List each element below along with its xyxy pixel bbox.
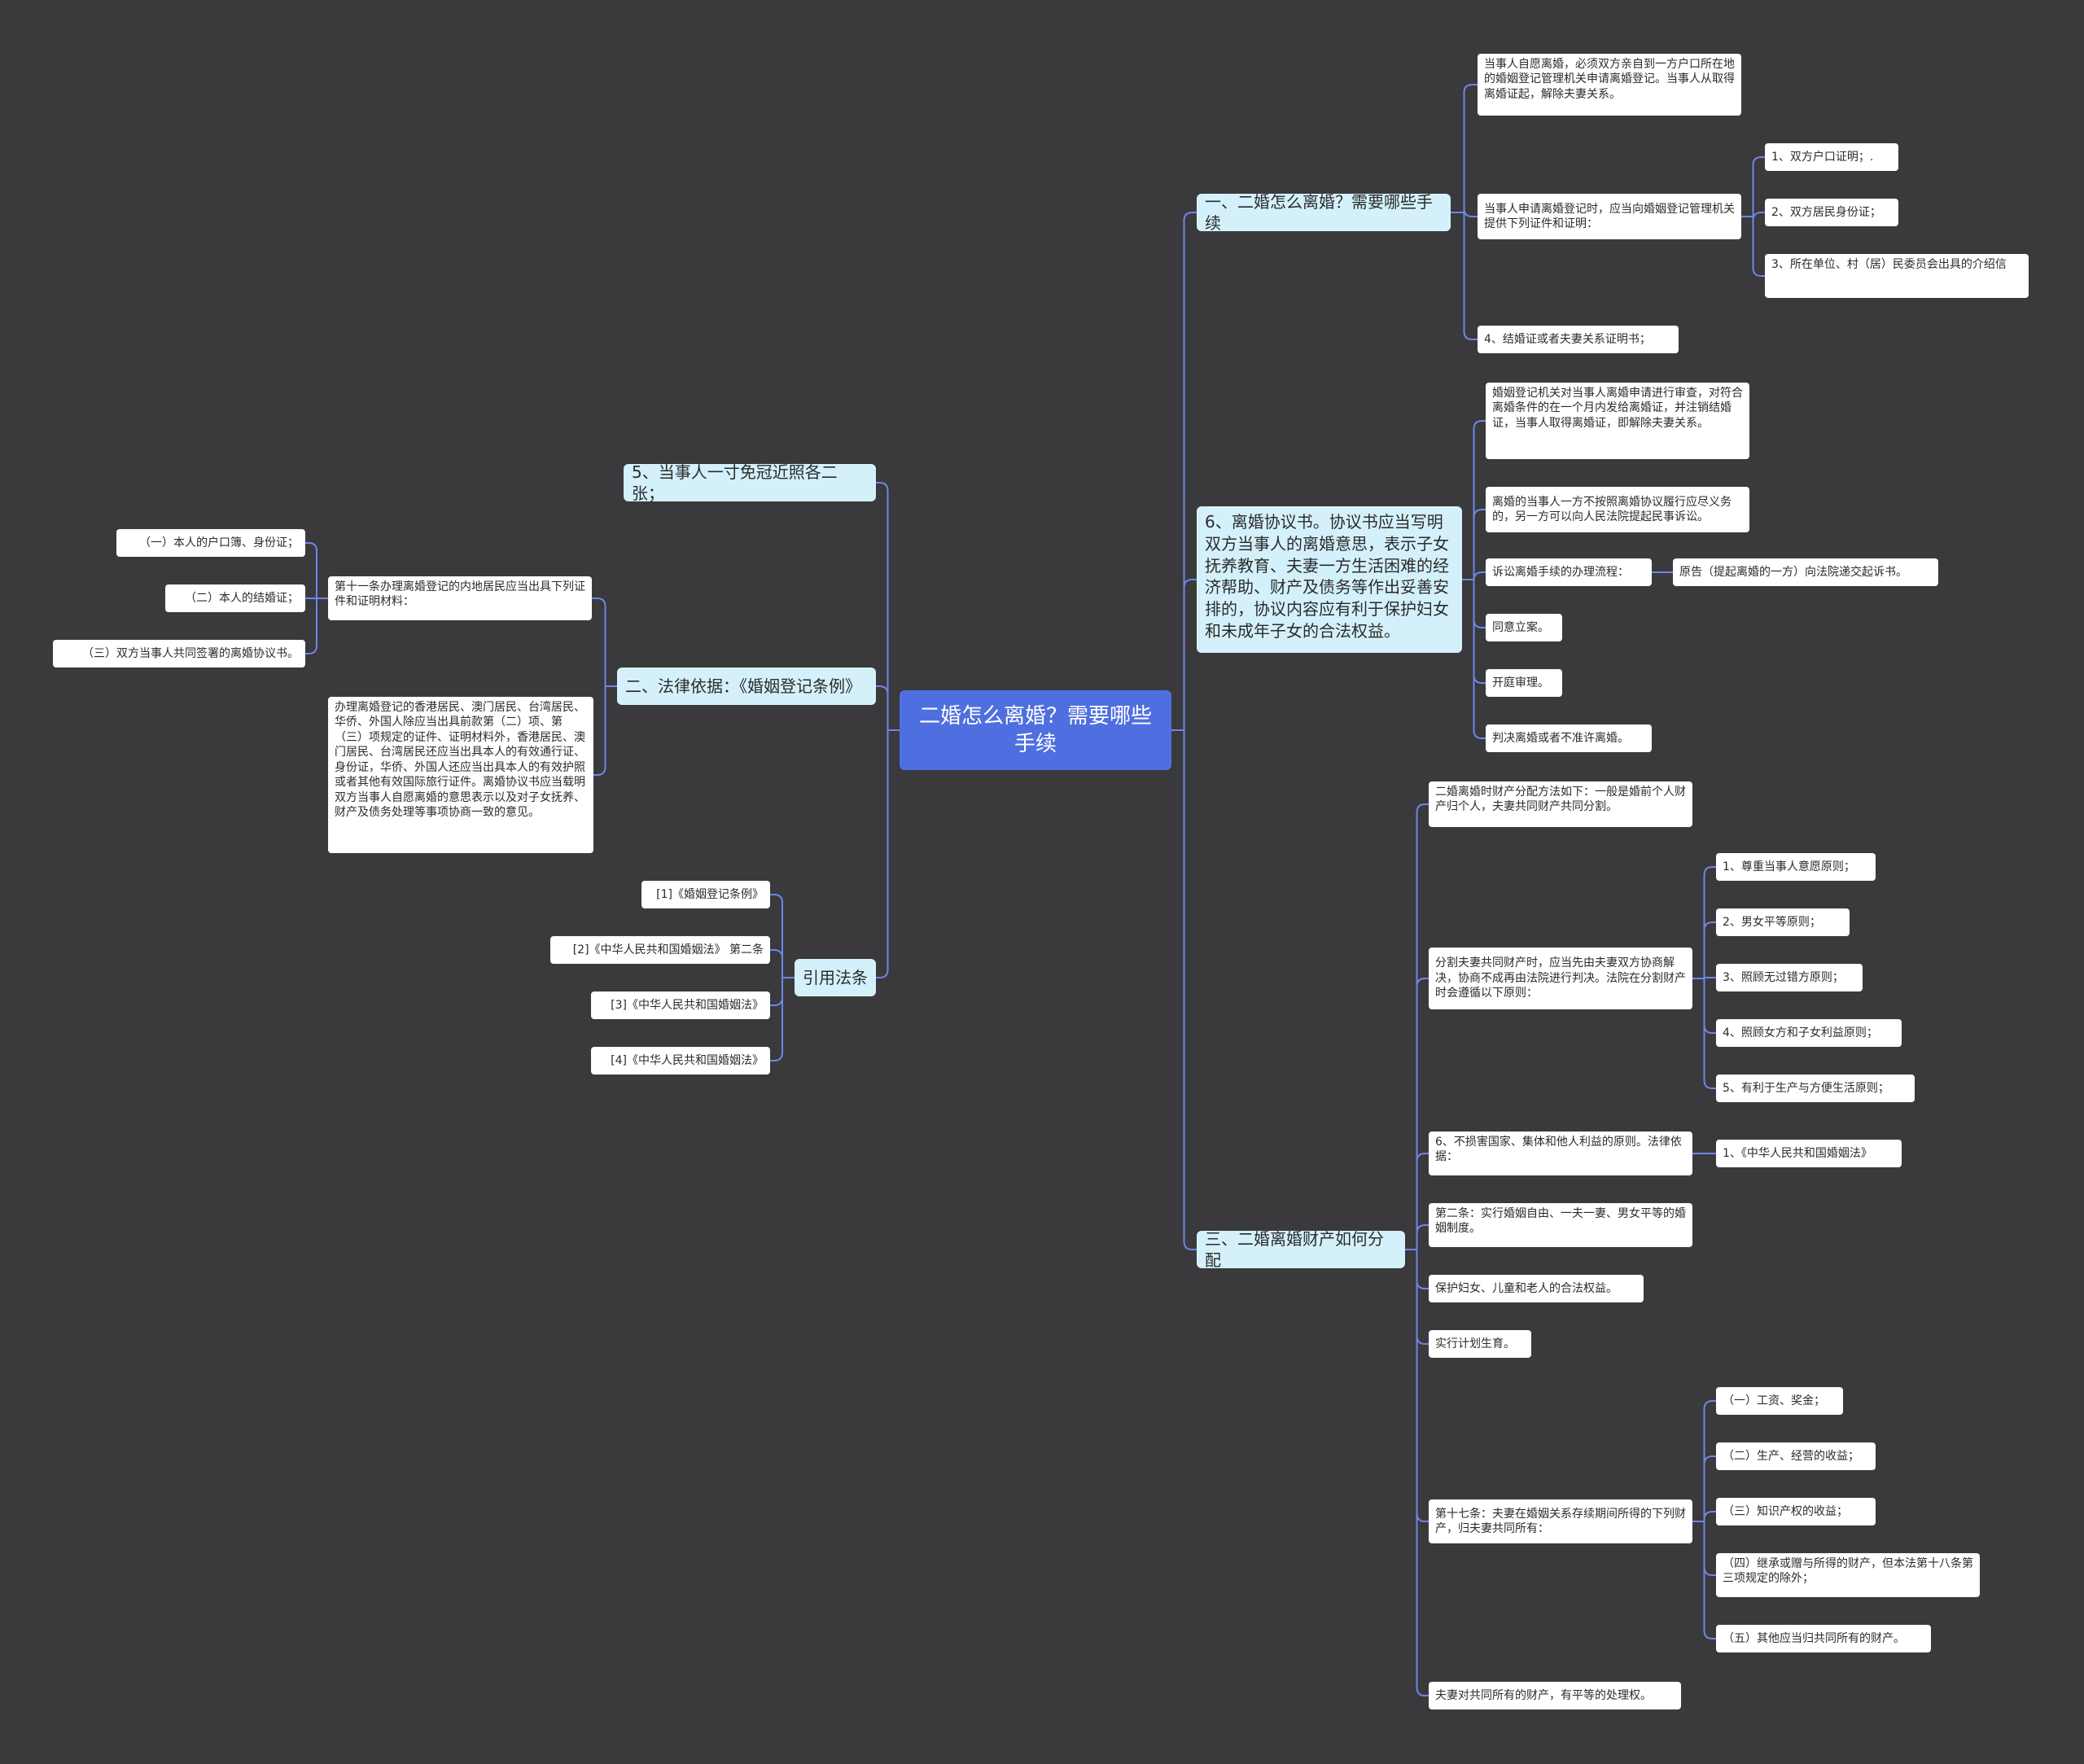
leaf-case-accepted[interactable]: 同意立案。 <box>1486 614 1562 641</box>
branch-legal-basis[interactable]: 二、法律依据：《婚姻登记条例》 <box>617 668 876 705</box>
connector <box>1752 212 1765 221</box>
leaf-ip-income[interactable]: （三）知识产权的收益； <box>1716 1498 1876 1525</box>
leaf-principle-production[interactable]: 5、有利于生产与方便生活原则； <box>1716 1075 1915 1102</box>
leaf-principle-equality[interactable]: 2、男女平等原则； <box>1716 908 1850 936</box>
leaf-principle-no-fault[interactable]: 3、照顾无过错方原则； <box>1716 964 1863 991</box>
connector <box>1703 1521 1716 1639</box>
leaf-marriage-certificate[interactable]: 4、结婚证或者夫妻关系证明书； <box>1478 326 1679 353</box>
connector <box>1463 84 1478 212</box>
connector <box>1473 580 1486 684</box>
connector <box>1703 866 1716 978</box>
branch-divorce-agreement[interactable]: 6、离婚协议书。协议书应当写明双方当事人的离婚意思，表示子女抚养教育、夫妻一方生… <box>1197 506 1462 653</box>
leaf-inheritance-gift[interactable]: （四）继承或赠与所得的财产，但本法第十八条第三项规定的除外； <box>1716 1553 1980 1597</box>
leaf-equal-disposal[interactable]: 夫妻对共同所有的财产，有平等的处理权。 <box>1429 1682 1681 1709</box>
connector <box>305 598 317 654</box>
leaf-other-property[interactable]: （五）其他应当归共同所有的财产。 <box>1716 1625 1931 1652</box>
connector <box>1703 1511 1716 1521</box>
leaf-required-documents[interactable]: 当事人申请离婚登记时，应当向婚姻登记管理机关提供下列证件和证明： <box>1478 194 1741 239</box>
leaf-cite-1[interactable]: [1]《婚姻登记条例》 <box>641 881 770 908</box>
leaf-article-seventeen[interactable]: 第十七条：夫妻在婚姻关系存续期间所得的下列财产，归夫妻共同所有： <box>1429 1499 1692 1543</box>
connector <box>1473 509 1486 580</box>
leaf-registration-review[interactable]: 婚姻登记机关对当事人离婚申请进行审查，对符合离婚条件的在一个月内发给离婚证，并注… <box>1486 383 1749 459</box>
connector <box>1473 420 1486 580</box>
connector <box>1473 580 1486 628</box>
connector <box>1703 921 1716 978</box>
branch-cited-laws[interactable]: 引用法条 <box>795 959 876 996</box>
leaf-principle-wishes[interactable]: 1、尊重当事人意愿原则； <box>1716 853 1876 881</box>
leaf-hukou-id[interactable]: （一）本人的户口簿、身份证； <box>116 529 305 557</box>
connector <box>1416 1250 1429 1522</box>
connector <box>593 686 606 776</box>
connector <box>1416 1250 1429 1289</box>
leaf-court-hearing[interactable]: 开庭审理。 <box>1486 669 1562 697</box>
connector <box>305 542 317 598</box>
leaf-joint-agreement[interactable]: （三）双方当事人共同签署的离婚协议书。 <box>53 640 305 668</box>
leaf-protect-rights[interactable]: 保护妇女、儿童和老人的合法权益。 <box>1429 1275 1644 1302</box>
connector <box>876 730 889 978</box>
connector <box>1416 978 1429 1250</box>
leaf-division-method[interactable]: 二婚离婚时财产分配方法如下：一般是婚前个人财产归个人，夫妻共同财产共同分割。 <box>1429 781 1692 827</box>
connector <box>1703 978 1716 1089</box>
leaf-id-card[interactable]: 2、双方居民身份证； <box>1765 199 1898 226</box>
connector <box>1463 208 1478 217</box>
leaf-voluntary-divorce[interactable]: 当事人自愿离婚，必须双方亲自到一方户口所在地的婚姻登记管理机关申请离婚登记。当事… <box>1478 54 1741 116</box>
leaf-own-marriage-cert[interactable]: （二）本人的结婚证； <box>165 584 305 612</box>
leaf-cite-4[interactable]: [4]《中华人民共和国婚姻法》 <box>591 1047 770 1075</box>
connector <box>770 978 783 1006</box>
leaf-principle-women-children[interactable]: 4、照顾女方和子女利益原则； <box>1716 1019 1902 1047</box>
leaf-litigation-process[interactable]: 诉讼离婚手续的办理流程： <box>1486 558 1652 586</box>
connector <box>1416 803 1429 1250</box>
connector <box>1416 1250 1429 1345</box>
connector <box>770 978 783 1061</box>
connector <box>1463 212 1478 340</box>
leaf-civil-lawsuit[interactable]: 离婚的当事人一方不按照离婚协议履行应尽义务的，另一方可以向人民法院提起民事诉讼。 <box>1486 487 1749 532</box>
connector <box>1416 1250 1429 1696</box>
leaf-overseas-residents[interactable]: 办理离婚登记的香港居民、澳门居民、台湾居民、华侨、外国人除应当出具前款第（二）项… <box>328 697 593 853</box>
connector <box>1703 978 1716 1034</box>
leaf-wages-bonus[interactable]: （一）工资、奖金； <box>1716 1387 1843 1415</box>
connector <box>1183 212 1197 730</box>
connector <box>1752 217 1765 277</box>
leaf-division-principles[interactable]: 分割夫妻共同财产时，应当先由夫妻双方协商解决，协商不成再由法院进行判决。法院在分… <box>1429 948 1692 1009</box>
leaf-no-harm-principle[interactable]: 6、不损害国家、集体和他人利益的原则。法律依据： <box>1429 1131 1692 1175</box>
leaf-cite-3[interactable]: [3]《中华人民共和国婚姻法》 <box>591 991 770 1019</box>
leaf-business-income[interactable]: （二）生产、经营的收益； <box>1716 1442 1876 1470</box>
connector <box>1703 1455 1716 1521</box>
root-topic[interactable]: 二婚怎么离婚？需要哪些手续 <box>900 690 1171 770</box>
connector <box>770 949 783 978</box>
leaf-file-complaint[interactable]: 原告（提起离婚的一方）向法院递交起诉书。 <box>1673 558 1938 586</box>
leaf-judgment[interactable]: 判决离婚或者不准许离婚。 <box>1486 724 1652 752</box>
connector <box>1703 1521 1716 1576</box>
leaf-article-eleven[interactable]: 第十一条办理离婚登记的内地居民应当出具下列证件和证明材料： <box>328 576 592 620</box>
connector <box>1183 579 1197 730</box>
leaf-cite-2[interactable]: [2]《中华人民共和国婚姻法》 第二条 <box>550 936 770 964</box>
connector <box>1473 571 1486 581</box>
connector <box>1183 730 1197 1250</box>
branch-photos[interactable]: 5、当事人一寸免冠近照各二张； <box>624 464 876 501</box>
leaf-family-planning[interactable]: 实行计划生育。 <box>1429 1330 1531 1358</box>
connector <box>1416 1153 1429 1250</box>
leaf-marriage-law-ref[interactable]: 1、《中华人民共和国婚姻法》 <box>1716 1140 1902 1167</box>
branch-how-to-divorce[interactable]: 一、二婚怎么离婚？需要哪些手续 <box>1197 194 1451 231</box>
connector <box>1416 1224 1429 1250</box>
connector <box>1752 156 1765 217</box>
connector <box>876 685 889 730</box>
connector <box>592 597 606 686</box>
connector <box>1703 1400 1716 1521</box>
leaf-reference-letter[interactable]: 3、所在单位、村（居）民委员会出具的介绍信 <box>1765 254 2029 298</box>
branch-property-division[interactable]: 三、二婚离婚财产如何分配 <box>1197 1231 1405 1268</box>
leaf-article-two[interactable]: 第二条：实行婚姻自由、一夫一妻、男女平等的婚姻制度。 <box>1429 1203 1692 1247</box>
connector <box>1473 580 1486 739</box>
leaf-hukou-proof[interactable]: 1、双方户口证明；. <box>1765 143 1898 171</box>
connector <box>876 482 889 730</box>
connector <box>770 894 783 978</box>
